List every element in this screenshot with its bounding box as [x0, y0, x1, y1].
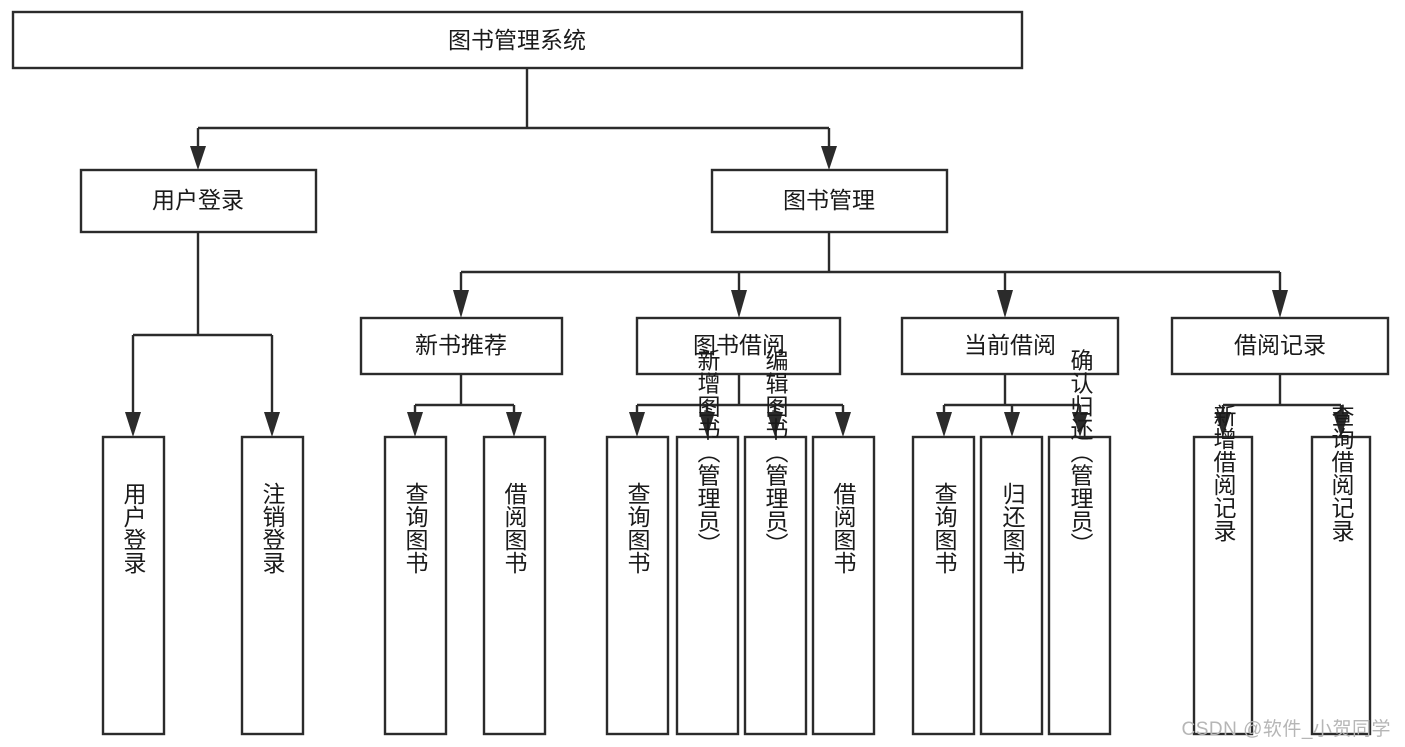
- arrow-head-leaf-user-login: [125, 412, 141, 437]
- leaf-bb-add-book[interactable]: 新增图书（管理员）: [675, 349, 740, 736]
- leaf-cb-return-book-box[interactable]: [979, 435, 1044, 736]
- node-borrow-record-box[interactable]: [1170, 316, 1390, 376]
- leaf-rec-query-book-label: 查询图书: [402, 482, 429, 574]
- node-user-login-box[interactable]: [79, 168, 318, 234]
- leaf-logout[interactable]: 注销登录: [240, 435, 305, 736]
- node-current-borrow-box[interactable]: [900, 316, 1120, 376]
- leaf-bb-query-book-label: 查询图书: [624, 482, 651, 574]
- leaf-cb-query-book-label: 查询图书: [931, 482, 958, 574]
- leaf-bb-borrow-book-box[interactable]: [811, 435, 876, 736]
- node-current-borrow-label: 当前借阅: [964, 332, 1056, 358]
- leaf-bb-add-book-label: 新增图书（管理员）: [694, 349, 721, 556]
- node-borrow-record[interactable]: 借阅记录: [1170, 316, 1390, 376]
- leaf-cb-confirm-return-label: 确认归还（管理员）: [1067, 349, 1094, 556]
- arrow-head-leaf-cb-return: [1004, 412, 1020, 437]
- node-user-login[interactable]: 用户登录: [79, 168, 318, 234]
- arrow-head-leaf-logout: [264, 412, 280, 437]
- leaf-bb-query-book-box[interactable]: [605, 435, 670, 736]
- leaf-bb-borrow-book[interactable]: 借阅图书: [811, 435, 876, 736]
- arrow-head-current-borrow: [997, 290, 1013, 318]
- leaf-rec-query-book[interactable]: 查询图书: [383, 435, 448, 736]
- arrow-head-book-borrow: [731, 290, 747, 318]
- arrow-head-leaf-rec-query: [407, 412, 423, 437]
- leaf-br-add-record[interactable]: 新增借阅记录: [1192, 404, 1254, 736]
- leaf-rec-borrow-book[interactable]: 借阅图书: [482, 435, 547, 736]
- leaf-br-query-record[interactable]: 查询借阅记录: [1310, 404, 1372, 736]
- leaf-br-add-record-label: 新增借阅记录: [1210, 404, 1237, 542]
- leaf-cb-confirm-return[interactable]: 确认归还（管理员）: [1047, 349, 1112, 736]
- node-book-borrow-label: 图书借阅: [693, 332, 785, 358]
- leaf-br-add-record-box[interactable]: [1192, 435, 1254, 736]
- leaf-logout-label: 注销登录: [259, 482, 286, 574]
- arrow-head-leaf-br-query: [1333, 412, 1349, 437]
- node-book-manage[interactable]: 图书管理: [710, 168, 949, 234]
- node-current-borrow[interactable]: 当前借阅: [900, 316, 1120, 376]
- node-book-borrow-box[interactable]: [635, 316, 842, 376]
- node-root-label: 图书管理系统: [448, 27, 586, 53]
- leaf-br-query-record-label: 查询借阅记录: [1328, 404, 1355, 542]
- node-book-manage-label: 图书管理: [783, 187, 875, 213]
- leaf-logout-box[interactable]: [240, 435, 305, 736]
- leaf-cb-return-book[interactable]: 归还图书: [979, 435, 1044, 736]
- node-book-borrow[interactable]: 图书借阅: [635, 316, 842, 376]
- arrow-head-leaf-rec-borrow: [506, 412, 522, 437]
- leaf-rec-borrow-book-box[interactable]: [482, 435, 547, 736]
- arrow-head-leaf-bb-add: [699, 412, 715, 437]
- node-root-box[interactable]: [11, 10, 1024, 70]
- node-new-book-rec-label: 新书推荐: [415, 332, 507, 358]
- node-borrow-record-label: 借阅记录: [1234, 332, 1326, 358]
- arrow-head-user-login: [190, 146, 206, 170]
- leaf-bb-query-book[interactable]: 查询图书: [605, 435, 670, 736]
- leaf-cb-confirm-return-box[interactable]: [1047, 435, 1112, 736]
- leaf-bb-borrow-book-label: 借阅图书: [830, 482, 857, 574]
- arrow-head-leaf-cb-query: [936, 412, 952, 437]
- node-book-manage-box[interactable]: [710, 168, 949, 234]
- arrow-head-leaf-br-add: [1215, 412, 1231, 437]
- leaf-cb-query-book[interactable]: 查询图书: [911, 435, 976, 736]
- leaf-cb-return-book-label: 归还图书: [999, 482, 1026, 574]
- leaf-bb-add-book-box[interactable]: [675, 435, 740, 736]
- arrow-head-borrow-record: [1272, 290, 1288, 318]
- connector-layer: [125, 68, 1349, 437]
- node-user-login-label: 用户登录: [152, 187, 244, 213]
- leaf-bb-edit-book[interactable]: 编辑图书（管理员）: [743, 349, 808, 736]
- leaf-user-login-box[interactable]: [101, 435, 166, 736]
- arrow-head-new-book-rec: [453, 290, 469, 318]
- arrow-head-leaf-bb-borrow: [835, 412, 851, 437]
- arrow-head-book-manage: [821, 146, 837, 170]
- leaf-rec-query-book-box[interactable]: [383, 435, 448, 736]
- arrow-head-leaf-bb-edit: [767, 412, 783, 437]
- csdn-watermark: CSDN @软件_小贺同学: [1181, 719, 1391, 740]
- arrow-head-leaf-bb-query: [629, 412, 645, 437]
- arrow-head-leaf-cb-confirm: [1072, 412, 1088, 437]
- leaf-cb-query-book-box[interactable]: [911, 435, 976, 736]
- leaf-br-query-record-box[interactable]: [1310, 435, 1372, 736]
- leaf-rec-borrow-book-label: 借阅图书: [501, 482, 528, 574]
- leaf-bb-edit-book-box[interactable]: [743, 435, 808, 736]
- leaf-bb-edit-book-label: 编辑图书（管理员）: [762, 349, 789, 556]
- leaf-user-login-label: 用户登录: [120, 482, 147, 574]
- node-root[interactable]: 图书管理系统: [11, 10, 1024, 70]
- leaf-user-login[interactable]: 用户登录: [101, 435, 166, 736]
- node-new-book-rec-box[interactable]: [359, 316, 564, 376]
- node-new-book-rec[interactable]: 新书推荐: [359, 316, 564, 376]
